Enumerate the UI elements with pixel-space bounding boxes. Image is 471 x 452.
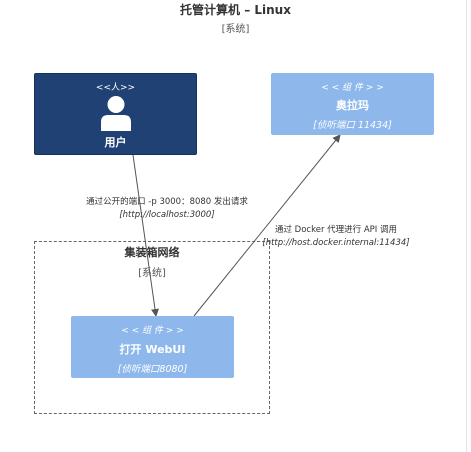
webui-description: [侦听端口8080] bbox=[117, 364, 188, 375]
edge-label-user-request-tech: [http://localhost:3000] bbox=[119, 210, 215, 220]
edge-user-to-webui bbox=[132, 154, 159, 317]
boundary-type-label: [系统] bbox=[138, 268, 166, 279]
edge-label-user-request-text: 通过公开的端口 -p 3000：8080 发出请求 bbox=[86, 197, 248, 207]
edge-label-api-call: 通过 Docker 代理进行 API 调用 [http://host.docke… bbox=[256, 223, 416, 248]
user-person-node[interactable]: <<人>> 用户 bbox=[34, 73, 197, 155]
system-type-label: [系统] bbox=[221, 24, 250, 35]
user-name: 用户 bbox=[104, 136, 127, 149]
person-icon bbox=[101, 96, 131, 131]
webui-stereotype: < < 组 件 > > bbox=[121, 326, 184, 336]
edge-label-user-request: 通过公开的端口 -p 3000：8080 发出请求 [http://localh… bbox=[72, 195, 262, 220]
page-edge-divider bbox=[466, 0, 467, 452]
user-stereotype: <<人>> bbox=[95, 83, 136, 93]
webui-name: 打开 WebUI bbox=[119, 343, 186, 356]
ollama-component-node[interactable]: < < 组 件 > > 奥拉玛 [侦听端口 11434] bbox=[271, 73, 434, 135]
boundary-title: 集装箱网络 bbox=[124, 246, 180, 259]
edge-label-api-call-text: 通过 Docker 代理进行 API 调用 bbox=[274, 225, 398, 235]
system-title: 托管计算机 – Linux bbox=[180, 3, 291, 17]
edge-label-api-call-tech: [http://host.docker.internal:11434] bbox=[262, 238, 410, 248]
container-network-boundary bbox=[34, 241, 270, 414]
ollama-name: 奥拉玛 bbox=[336, 99, 369, 112]
open-webui-component-node[interactable]: < < 组 件 > > 打开 WebUI [侦听端口8080] bbox=[71, 316, 234, 378]
ollama-stereotype: < < 组 件 > > bbox=[321, 83, 384, 93]
ollama-description: [侦听端口 11434] bbox=[313, 120, 392, 131]
edge-webui-to-ollama bbox=[193, 134, 341, 317]
